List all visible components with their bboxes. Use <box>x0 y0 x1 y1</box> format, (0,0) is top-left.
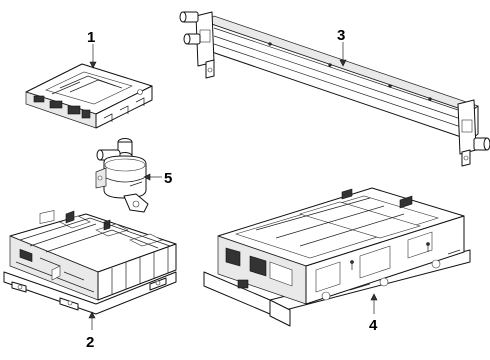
leader-lines <box>88 42 378 330</box>
part-4-charger-module[interactable] <box>203 187 471 327</box>
callout-1: 1 <box>87 29 95 46</box>
callout-3: 3 <box>337 27 345 44</box>
callout-5: 5 <box>164 170 172 187</box>
part-5-coolant-pump[interactable] <box>95 138 149 213</box>
part-3-radiator[interactable] <box>179 11 490 167</box>
part-2-power-electronics[interactable] <box>3 210 177 315</box>
callout-4: 4 <box>369 317 378 334</box>
callout-2: 2 <box>86 334 94 351</box>
part-1-control-module[interactable] <box>25 63 153 129</box>
